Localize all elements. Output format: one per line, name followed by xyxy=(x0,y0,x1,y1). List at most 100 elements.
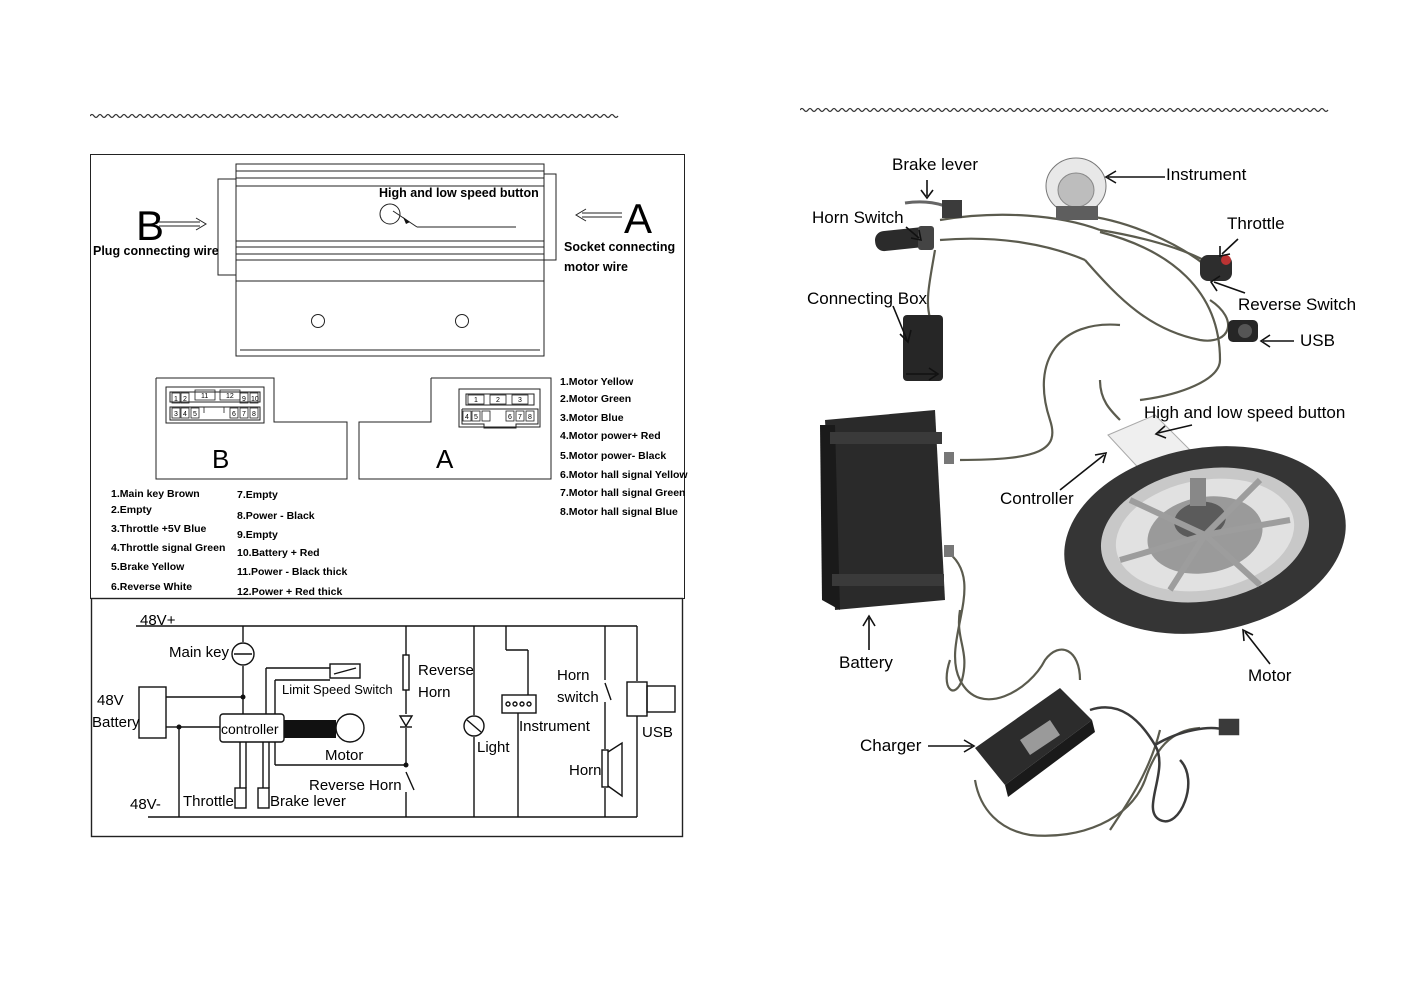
pin-b-3: 3.Throttle +5V Blue xyxy=(111,523,207,535)
right-header-rule xyxy=(800,107,1329,113)
pin-list-b-left: 1.Main key Brown 2.Empty 3.Throttle +5V … xyxy=(111,488,225,593)
battery-pack xyxy=(820,410,954,610)
label-battery: Battery xyxy=(92,714,140,731)
pin-b-9: 9.Empty xyxy=(237,529,278,541)
pin-b-8: 8.Power - Black xyxy=(237,510,315,522)
svg-text:5: 5 xyxy=(474,414,478,421)
svg-text:8: 8 xyxy=(252,411,256,418)
svg-text:9: 9 xyxy=(242,396,246,403)
motor-wires-fill xyxy=(284,720,336,738)
pin-list-a: 1.Motor Yellow 2.Motor Green 3.Motor Blu… xyxy=(560,376,688,518)
label-throttle: Throttle xyxy=(183,793,234,810)
label-horn-upper: Horn xyxy=(418,684,451,701)
svg-text:5: 5 xyxy=(193,411,197,418)
svg-text:12: 12 xyxy=(226,393,234,400)
label-horn: Horn xyxy=(569,762,602,779)
label-usb: USB xyxy=(642,724,673,741)
pin-b-4: 4.Throttle signal Green xyxy=(111,542,225,554)
controller-connector-diagram: High and low speed button B Plug connect… xyxy=(90,154,688,838)
schematic-components xyxy=(138,642,676,809)
callout-labels: Brake lever Instrument Horn Switch Throt… xyxy=(807,155,1356,755)
label-brake-lever: Brake lever xyxy=(270,793,346,810)
pin-a-3: 3.Motor Blue xyxy=(560,412,624,424)
label-horn-switch-1: Horn xyxy=(557,667,590,684)
label-instrument: Instrument xyxy=(519,718,591,735)
label-light: Light xyxy=(477,739,510,756)
pin-list-b-right: 7.Empty 8.Power - Black 9.Empty 10.Batte… xyxy=(237,489,347,598)
callout-motor: Motor xyxy=(1248,666,1292,685)
charger-part xyxy=(975,688,1095,797)
pin-a-2: 2.Motor Green xyxy=(560,393,631,405)
letter-a: A xyxy=(624,195,652,242)
pin-a-8: 8.Motor hall signal Blue xyxy=(560,506,678,518)
brake-lever-part xyxy=(904,200,962,218)
callout-throttle: Throttle xyxy=(1227,214,1285,233)
button-pointer-dot xyxy=(403,217,410,224)
label-48v-minus: 48V- xyxy=(130,796,161,813)
junction-dots xyxy=(176,694,409,768)
svg-text:7: 7 xyxy=(242,411,246,418)
svg-text:1: 1 xyxy=(174,396,178,403)
svg-text:7: 7 xyxy=(518,414,522,421)
horn-switch-grip xyxy=(875,226,934,252)
callout-horn-switch: Horn Switch xyxy=(812,208,904,227)
motor-wire-label: motor wire xyxy=(564,260,628,274)
high-low-speed-button-label: High and low speed button xyxy=(379,186,539,200)
label-controller: controller xyxy=(221,721,279,737)
svg-text:11: 11 xyxy=(201,393,208,400)
pin-a-5: 5.Motor power- Black xyxy=(560,450,666,462)
svg-text:4: 4 xyxy=(465,414,469,421)
label-horn-switch-2: switch xyxy=(557,689,599,706)
connector-a-letter: A xyxy=(436,444,454,474)
label-reverse: Reverse xyxy=(418,662,474,679)
svg-text:2: 2 xyxy=(496,397,500,404)
svg-text:4: 4 xyxy=(183,411,187,418)
connector-a-shape xyxy=(358,377,552,480)
pin-b-10: 10.Battery + Red xyxy=(237,547,320,559)
pin-b-11: 11.Power - Black thick xyxy=(237,566,347,578)
pin-b-1: 1.Main key Brown xyxy=(111,488,200,500)
callout-controller: Controller xyxy=(1000,489,1074,508)
controller-housing xyxy=(217,163,557,357)
pin-a-4: 4.Motor power+ Red xyxy=(560,430,661,442)
left-header-rule xyxy=(90,113,619,119)
pin-b-2: 2.Empty xyxy=(111,504,152,516)
instrument-display xyxy=(1045,157,1107,220)
svg-text:1: 1 xyxy=(474,397,478,404)
usb-part xyxy=(1228,320,1258,342)
callout-battery: Battery xyxy=(839,653,893,672)
connector-a-pins xyxy=(462,394,535,422)
pin-a-6: 6.Motor hall signal Yellow xyxy=(560,469,688,481)
callout-brake-lever: Brake lever xyxy=(892,155,978,174)
svg-text:6: 6 xyxy=(508,414,512,421)
label-main-key: Main key xyxy=(169,644,230,661)
connector-b-pins xyxy=(171,389,259,419)
callout-connecting-box: Connecting Box xyxy=(807,289,928,308)
label-limit-speed-switch: Limit Speed Switch xyxy=(282,682,393,697)
label-motor: Motor xyxy=(325,747,363,764)
wiring-diagram-frame xyxy=(90,597,684,838)
connector-b-pin-labels: 1 2 11 12 9 10 3 4 5 6 7 8 xyxy=(174,393,259,418)
svg-text:3: 3 xyxy=(518,397,522,404)
callout-usb: USB xyxy=(1300,331,1335,350)
socket-connecting-label: Socket connecting xyxy=(564,240,675,254)
callout-instrument: Instrument xyxy=(1166,165,1247,184)
pin-a-7: 7.Motor hall signal Green xyxy=(560,487,685,499)
callout-high-low-speed-button: High and low speed button xyxy=(1144,403,1345,422)
pin-a-1: 1.Motor Yellow xyxy=(560,376,634,388)
connector-a-pin-labels: 1 2 3 4 5 6 7 8 xyxy=(465,397,532,421)
callout-arrows xyxy=(862,170,1294,753)
svg-text:3: 3 xyxy=(174,411,178,418)
connector-b-letter: B xyxy=(212,444,229,474)
throttle-part xyxy=(1200,255,1232,281)
pin-b-7: 7.Empty xyxy=(237,489,278,501)
svg-text:2: 2 xyxy=(183,396,187,403)
motor-wheel xyxy=(1064,446,1346,634)
charger-cable xyxy=(1089,706,1240,823)
pin-b-6: 6.Reverse White xyxy=(111,581,192,593)
connecting-box-part xyxy=(903,315,943,381)
kit-photo-illustration: Brake lever Instrument Horn Switch Throt… xyxy=(807,155,1356,837)
callout-charger: Charger xyxy=(860,736,922,755)
svg-text:6: 6 xyxy=(232,411,236,418)
svg-text:8: 8 xyxy=(528,414,532,421)
